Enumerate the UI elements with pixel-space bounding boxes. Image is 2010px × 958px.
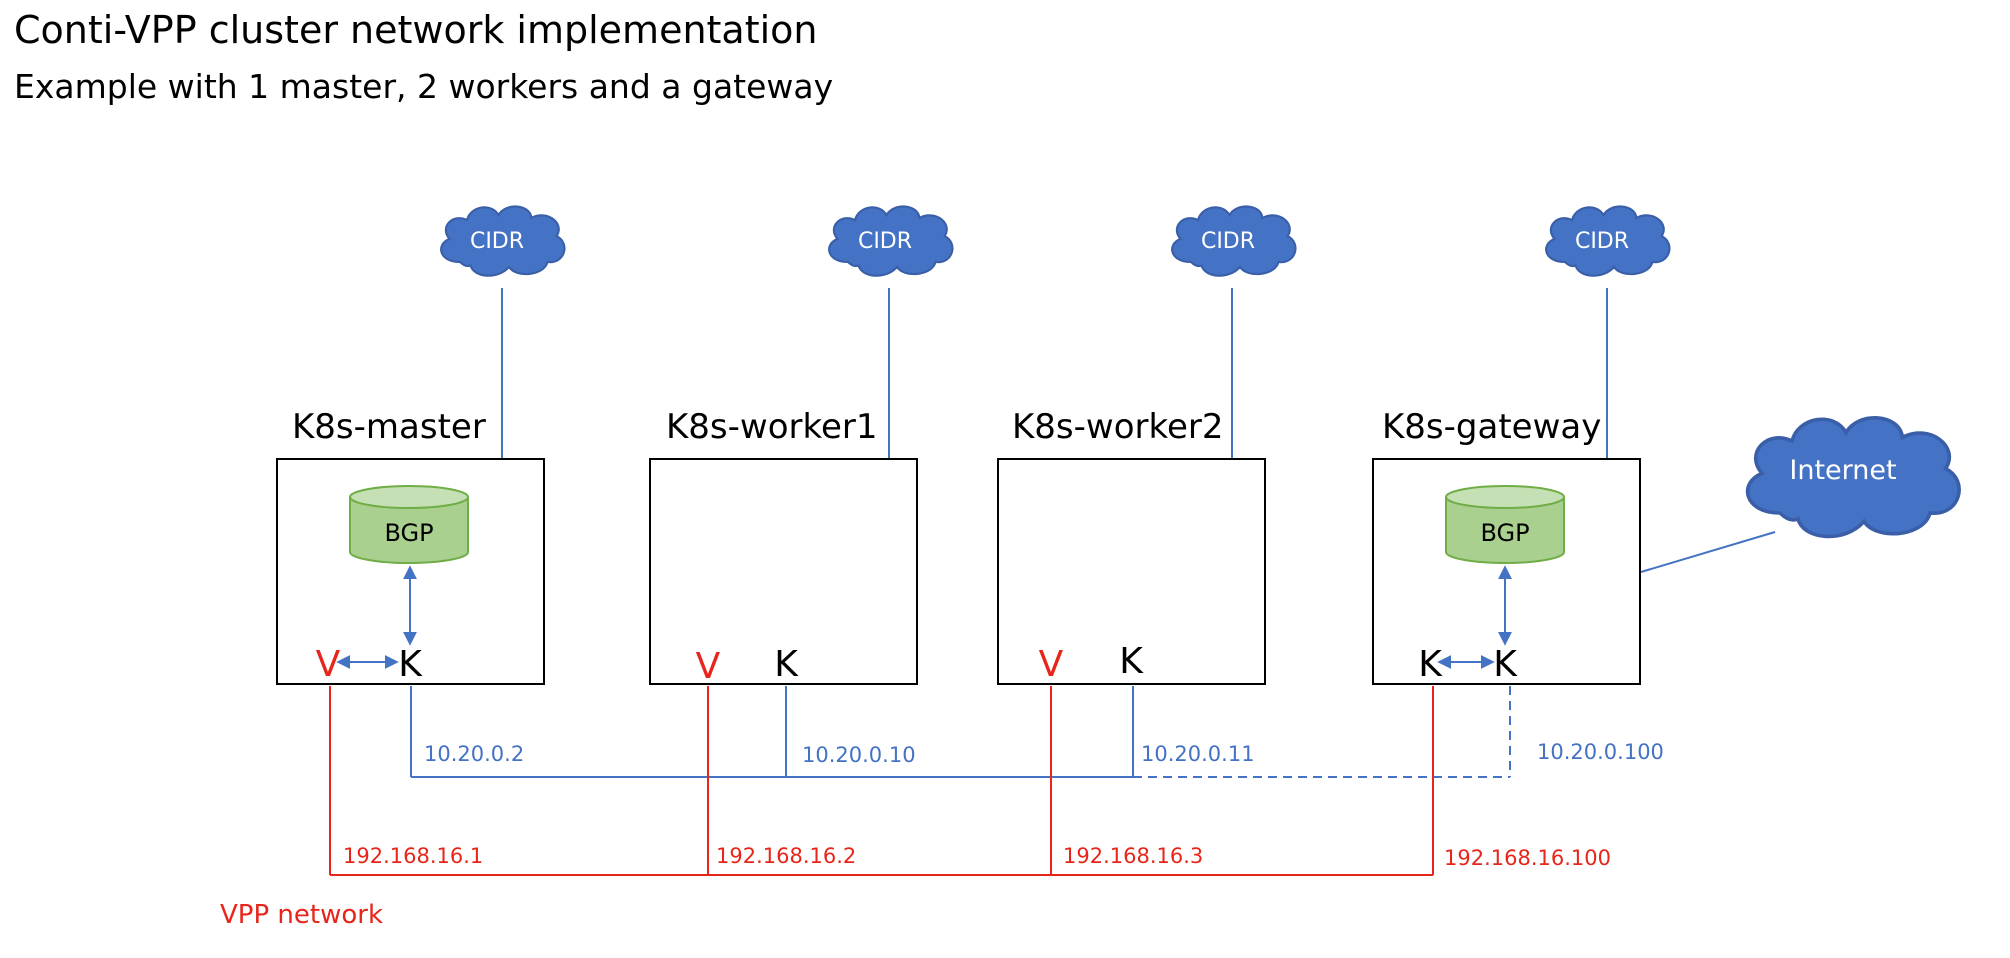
vpp-ip-label: 192.168.16.3 (1063, 844, 1203, 868)
kernel-interface-letter: K (774, 644, 799, 685)
vpp-network (329, 686, 1434, 876)
cidr-label: CIDR (858, 229, 912, 254)
vpp-interface-letter: V (316, 644, 341, 685)
vpp-network-label: VPP network (220, 900, 383, 930)
node-worker2: K8s-worker2 (997, 407, 1266, 685)
cidr-links (501, 288, 1608, 458)
kernel-interface-letter: K (398, 644, 423, 685)
kernel-ip-label: 10.20.0.2 (424, 742, 524, 766)
internet-cloud: Internet (1748, 418, 1960, 537)
node-label: K8s-master (292, 407, 486, 447)
bgp-label: BGP (1480, 519, 1529, 547)
gateway-arrows (1437, 565, 1512, 669)
kernel-ip-label: 10.20.0.11 (1141, 742, 1255, 766)
kernel-interface-letter: K (1418, 644, 1443, 685)
bgp-database-icon: BGP (1445, 485, 1565, 564)
node-worker1: K8s-worker1 (649, 407, 918, 685)
kernel-ip-label: 10.20.0.100 (1537, 740, 1664, 764)
cidr-cloud-worker2: CIDR (1170, 205, 1297, 277)
node-label: K8s-worker2 (1012, 407, 1224, 447)
vpp-interface-letter: V (1039, 644, 1064, 685)
kernel-interface-letter: K (1493, 644, 1518, 685)
vpp-ip-label: 192.168.16.100 (1444, 846, 1611, 870)
internet-label: Internet (1789, 455, 1896, 486)
bgp-label: BGP (384, 519, 433, 547)
master-arrows (336, 565, 417, 669)
diagram-title: Conti-VPP cluster network implementation (14, 8, 818, 52)
cidr-label: CIDR (1575, 229, 1629, 254)
cidr-cloud-gateway: CIDR (1544, 205, 1671, 277)
bgp-database-icon: BGP (349, 485, 469, 564)
kernel-ip-label: 10.20.0.10 (802, 743, 916, 767)
node-label: K8s-worker1 (666, 407, 878, 447)
cidr-label: CIDR (1201, 229, 1255, 254)
vpp-ip-label: 192.168.16.1 (343, 844, 483, 868)
vpp-interface-letter: V (696, 646, 721, 687)
cidr-cloud-master: CIDR (439, 205, 566, 277)
cidr-cloud-worker1: CIDR (827, 205, 954, 277)
cidr-label: CIDR (470, 229, 524, 254)
kernel-interface-letter: K (1119, 641, 1144, 682)
vpp-ip-label: 192.168.16.2 (716, 844, 856, 868)
kernel-network (410, 686, 1511, 778)
node-label: K8s-gateway (1382, 407, 1601, 447)
internet-link (1640, 531, 1776, 573)
diagram-subtitle: Example with 1 master, 2 workers and a g… (14, 67, 833, 106)
